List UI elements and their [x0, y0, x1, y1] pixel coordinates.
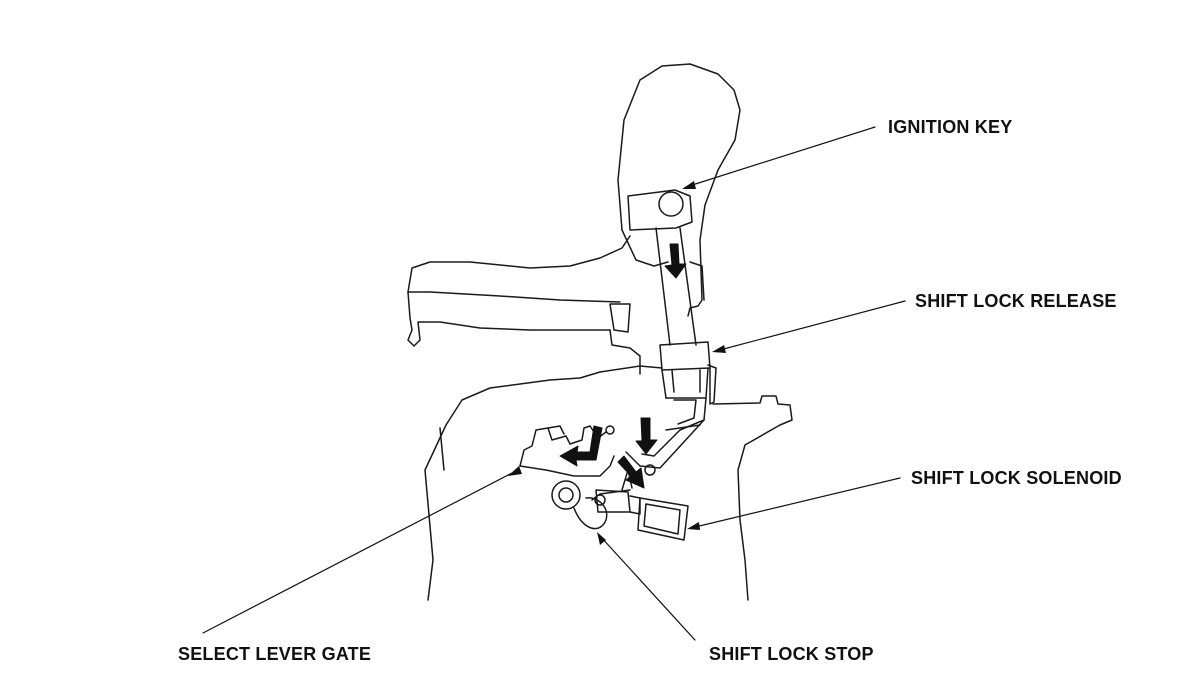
- label-select-lever-gate: SELECT LEVER GATE: [178, 644, 372, 664]
- label-ignition-key: IGNITION KEY: [888, 117, 1013, 137]
- housing-outline: [424, 365, 793, 601]
- ignition-key-housing: [627, 189, 693, 231]
- label-shift-lock-stop: SHIFT LOCK STOP: [709, 644, 874, 664]
- shift-lock-release-block: [659, 341, 717, 431]
- linkage-cable: [655, 227, 705, 346]
- gear-knob: [617, 63, 741, 317]
- select-lever-gate: [519, 425, 615, 477]
- arrow-gate-down: [635, 417, 658, 455]
- shift-lock-stop: [551, 480, 631, 530]
- label-shift-lock-release: SHIFT LOCK RELEASE: [915, 291, 1117, 311]
- callout-arrowheads: [508, 181, 726, 545]
- shift-lock-solenoid: [594, 469, 689, 541]
- arrow-hook-left: [559, 425, 603, 467]
- lever-arm: [625, 419, 705, 476]
- callout-leaders: [202, 126, 906, 641]
- motion-arrows: [559, 243, 687, 489]
- label-shift-lock-solenoid: SHIFT LOCK SOLENOID: [911, 468, 1122, 488]
- arrow-linkage-down: [664, 243, 687, 279]
- arrow-solenoid: [617, 455, 645, 489]
- shift-bezel: [407, 235, 641, 375]
